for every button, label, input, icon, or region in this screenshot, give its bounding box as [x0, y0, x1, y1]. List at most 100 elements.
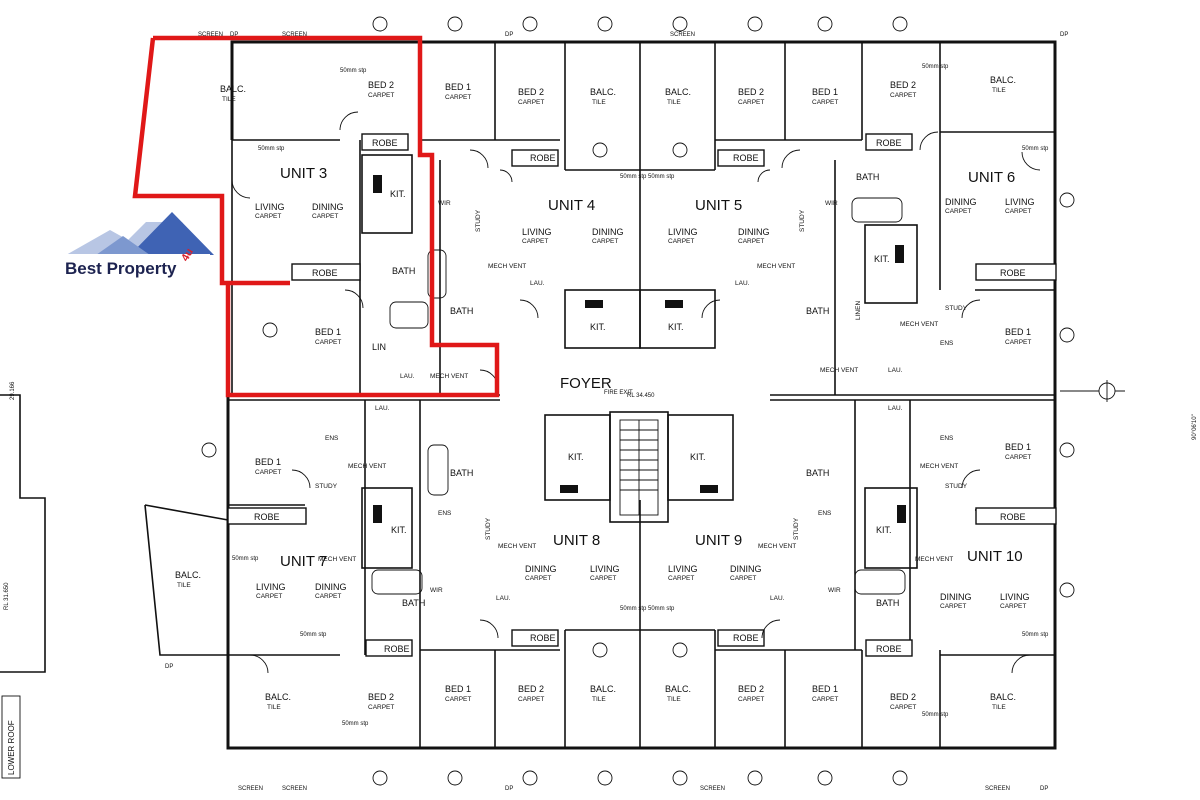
- step-note: 50mm stp: [620, 174, 647, 180]
- room-name: BED 1: [445, 684, 471, 694]
- step-note: 50mm stp: [648, 606, 675, 612]
- screen-note: SCREEN: [670, 32, 695, 38]
- logo-house-icon: [130, 212, 214, 255]
- room-name: BALC.: [265, 692, 291, 702]
- room-name: BED 2: [368, 80, 394, 90]
- right-annotations: 90°06'10": [1060, 380, 1198, 440]
- room-name: LAU.: [888, 367, 903, 374]
- room-name: BALC.: [590, 684, 616, 694]
- room-name: LAU.: [770, 595, 785, 602]
- room-finish: TILE: [667, 99, 681, 106]
- room-name: STUDY: [793, 517, 800, 540]
- room-name: KIT.: [391, 525, 407, 535]
- room-name: LIVING: [1000, 592, 1030, 602]
- room-finish: CARPET: [518, 696, 544, 703]
- room-name: LIVING: [255, 202, 285, 212]
- room-finish: CARPET: [1005, 339, 1031, 346]
- screen-note: SCREEN: [700, 786, 725, 792]
- room-name: LINEN: [855, 301, 862, 320]
- room-finish: CARPET: [525, 575, 551, 582]
- room-name: BED 2: [518, 87, 544, 97]
- room-name: BED 2: [738, 87, 764, 97]
- robes: [227, 133, 1057, 657]
- room-labels: BALC. TILE BED 2 CARPET LIVING CARPET DI…: [175, 75, 1035, 711]
- room-finish: CARPET: [590, 575, 616, 582]
- room-finish: CARPET: [445, 696, 471, 703]
- step-note: 50mm stp: [340, 68, 367, 74]
- room-finish: CARPET: [312, 213, 338, 220]
- unit-3-highlight: [132, 35, 500, 398]
- screen-note: SCREEN: [198, 32, 223, 38]
- kitchens: [361, 154, 918, 595]
- room-name: ROBE: [312, 268, 338, 278]
- room-name: BALC.: [220, 84, 246, 94]
- room-name: DINING: [945, 197, 977, 207]
- room-finish: CARPET: [255, 213, 281, 220]
- room-finish: CARPET: [368, 92, 394, 99]
- room-name: BED 1: [445, 82, 471, 92]
- rl-left: RL 31.650: [4, 582, 10, 610]
- room-name: KIT.: [390, 189, 406, 199]
- room-name: DINING: [315, 582, 347, 592]
- dp-note: DP: [1060, 32, 1068, 38]
- room-name: BALC.: [665, 87, 691, 97]
- room-name: BATH: [402, 598, 425, 608]
- room-name: BALC.: [665, 684, 691, 694]
- room-name: BALC.: [990, 692, 1016, 702]
- adjacent-building: LOWER ROOF 29.166 RL 31.650: [0, 381, 46, 779]
- screen-note: SCREEN: [985, 786, 1010, 792]
- room-name: ENS: [940, 340, 954, 347]
- room-finish: MECH VENT: [900, 321, 938, 328]
- screen-note: SCREEN: [282, 32, 307, 38]
- window-tags: [201, 16, 1075, 786]
- room-finish: CARPET: [1005, 454, 1031, 461]
- room-finish: TILE: [222, 96, 236, 103]
- unit-7-label: UNIT 7: [280, 553, 327, 570]
- room-finish: CARPET: [945, 208, 971, 215]
- step-note: 50mm stp: [922, 712, 949, 718]
- room-name: LAU.: [496, 595, 511, 602]
- dp-note: DP: [165, 664, 173, 670]
- dp-note: DP: [505, 786, 513, 792]
- room-name: ROBE: [1000, 268, 1026, 278]
- screen-note: SCREEN: [238, 786, 263, 792]
- room-name: STUDY: [945, 305, 968, 312]
- room-name: DINING: [525, 564, 557, 574]
- room-finish: CARPET: [368, 704, 394, 711]
- screen-note: SCREEN: [282, 786, 307, 792]
- room-name: LIVING: [256, 582, 286, 592]
- room-finish: TILE: [667, 696, 681, 703]
- room-name: DINING: [592, 227, 624, 237]
- room-finish: CARPET: [255, 469, 281, 476]
- room-finish: TILE: [592, 696, 606, 703]
- room-name: LAU.: [400, 373, 415, 380]
- room-name: ROBE: [876, 644, 902, 654]
- step-note: 50mm stp: [1022, 146, 1049, 152]
- room-name: KIT.: [690, 452, 706, 462]
- room-finish: MECH VENT: [348, 463, 386, 470]
- room-name: BED 1: [1005, 442, 1031, 452]
- room-name: BALC.: [175, 570, 201, 580]
- room-name: STUDY: [315, 483, 338, 490]
- room-finish: CARPET: [730, 575, 756, 582]
- unit-4-label: UNIT 4: [548, 197, 595, 214]
- room-name: ROBE: [530, 153, 556, 163]
- room-name: LIVING: [668, 564, 698, 574]
- unit-3-label: UNIT 3: [280, 165, 327, 182]
- room-name: BATH: [392, 266, 415, 276]
- room-name: BALC.: [990, 75, 1016, 85]
- room-name: ROBE: [372, 138, 398, 148]
- unit-labels: UNIT 3 UNIT 4 UNIT 5 UNIT 6 UNIT 7 UNIT …: [280, 165, 1023, 570]
- logo-roof-front-icon: [96, 236, 150, 255]
- room-finish: CARPET: [738, 99, 764, 106]
- room-name: BATH: [806, 468, 829, 478]
- room-name: KIT.: [874, 254, 890, 264]
- room-name: BED 2: [890, 80, 916, 90]
- unit-8-label: UNIT 8: [553, 532, 600, 549]
- room-finish: MECH VENT: [758, 543, 796, 550]
- room-finish: CARPET: [738, 238, 764, 245]
- unit-6-label: UNIT 6: [968, 169, 1015, 186]
- room-finish: CARPET: [668, 575, 694, 582]
- unit-10-label: UNIT 10: [967, 548, 1023, 565]
